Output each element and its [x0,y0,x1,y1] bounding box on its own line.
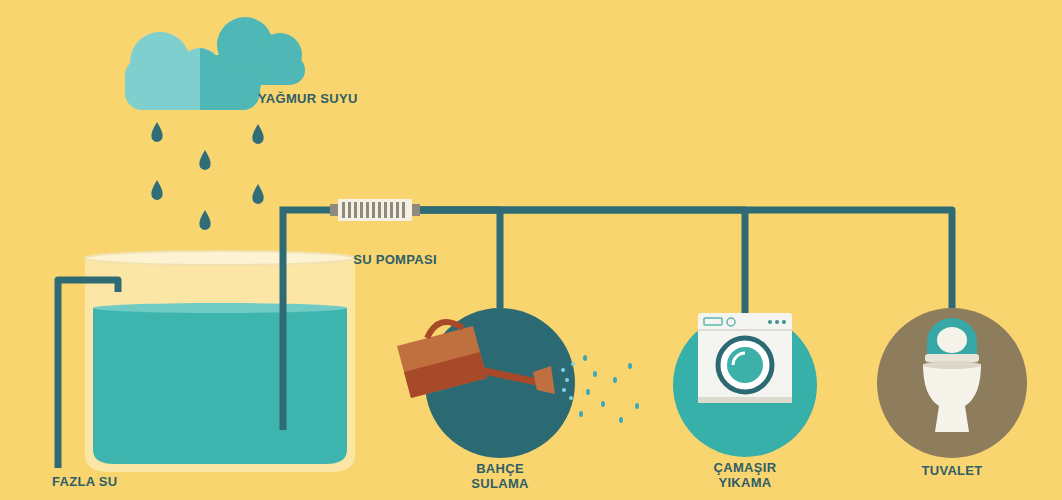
node-label: SU POMPASI [335,252,455,267]
water-pipe [420,210,952,308]
overflow-label: FAZLA SU [52,474,117,489]
garden-circle-shape [425,308,575,458]
node-label: TUVALET [907,463,997,478]
water-pump: SU POMPASI [330,199,420,221]
garden-circle: BAHÇE SULAMA [425,308,575,458]
laundry-circle: ÇAMAŞIR YIKAMA [673,313,817,457]
node-label: ÇAMAŞIR YIKAMA [705,460,785,490]
suction-pipe [283,210,332,430]
rain-drops [151,122,263,230]
rain-label: YAĞMUR SUYU [258,91,358,106]
water-pipe [420,210,745,313]
water-pump-shape [330,199,420,221]
laundry-circle-shape [673,313,817,457]
water-tank [85,251,355,472]
node-label: BAHÇE SULAMA [460,461,540,491]
overflow-pipe [58,280,118,468]
toilet-circle: TUVALET [877,308,1027,458]
toilet-circle-shape [877,308,1027,458]
